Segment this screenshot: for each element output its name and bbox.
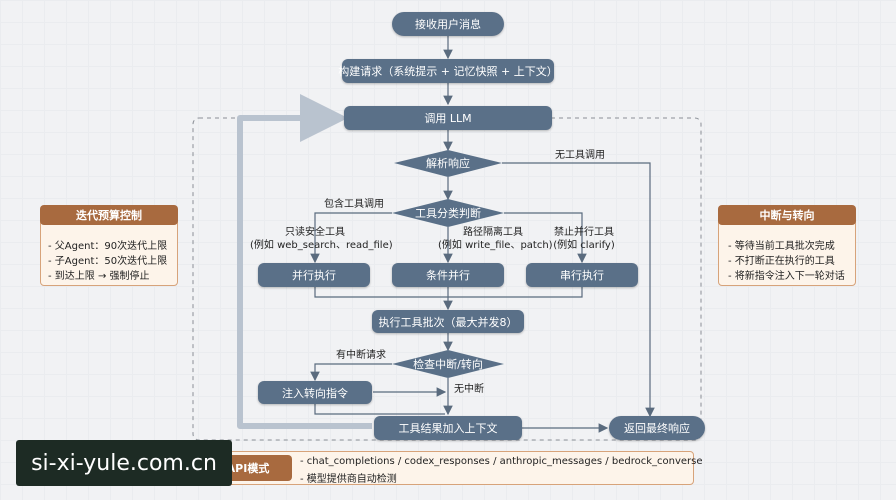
conditional-parallel-node: 条件并行 [392,263,504,287]
has-interrupt-label: 有中断请求 [336,350,386,361]
has-tool-label: 包含工具调用 [324,199,384,210]
final-response-node: 返回最终响应 [609,416,705,440]
parse-response-diamond: 解析响应 [426,157,470,170]
right-panel-item: - 不打断正在执行的工具 [728,256,835,267]
site-watermark: si-xi-yule.com.cn [16,440,232,486]
receive-message-node: 接收用户消息 [392,12,504,36]
execute-batch-node: 执行工具批次（最大并发8） [372,310,524,333]
no-interrupt-label: 无中断 [454,384,484,395]
build-request-node: 构建请求（系统提示 + 记忆快照 + 上下文） [338,59,558,83]
call-llm-node: 调用 LLM [344,106,552,130]
right-panel-item: - 将新指令注入下一轮对话 [728,271,845,282]
serial-exec-node: 串行执行 [526,263,638,287]
append-result-node: 工具结果加入上下文 [374,416,522,440]
left-panel-item: - 子Agent：50次迭代上限 [48,256,168,267]
interrupt-redirect-title: 中断与转向 [718,205,856,225]
tool-classify-diamond: 工具分类判断 [415,207,481,220]
inject-redirect-node: 注入转向指令 [258,381,372,404]
check-interrupt-diamond: 检查中断/转向 [413,358,483,371]
no-tool-label: 无工具调用 [555,150,605,161]
iteration-budget-title: 迭代预算控制 [40,205,178,225]
iteration-budget-panel [40,218,178,286]
left-panel-item: - 到达上限 → 强制停止 [48,271,150,282]
no-parallel-label: 禁止并行工具 (例如 clarify) [553,227,615,251]
parallel-exec-node: 并行执行 [258,263,370,287]
path-isolated-label: 路径隔离工具 (例如 write_file、patch) [438,227,553,251]
readonly-tool-label: 只读安全工具 (例如 web_search、read_file) [250,227,393,251]
left-panel-item: - 父Agent：90次迭代上限 [48,241,168,252]
right-panel-item: - 等待当前工具批次完成 [728,241,835,252]
api-mode-item: - 模型提供商自动检测 [300,474,397,485]
api-mode-item: - chat_completions / codex_responses / a… [300,456,703,467]
